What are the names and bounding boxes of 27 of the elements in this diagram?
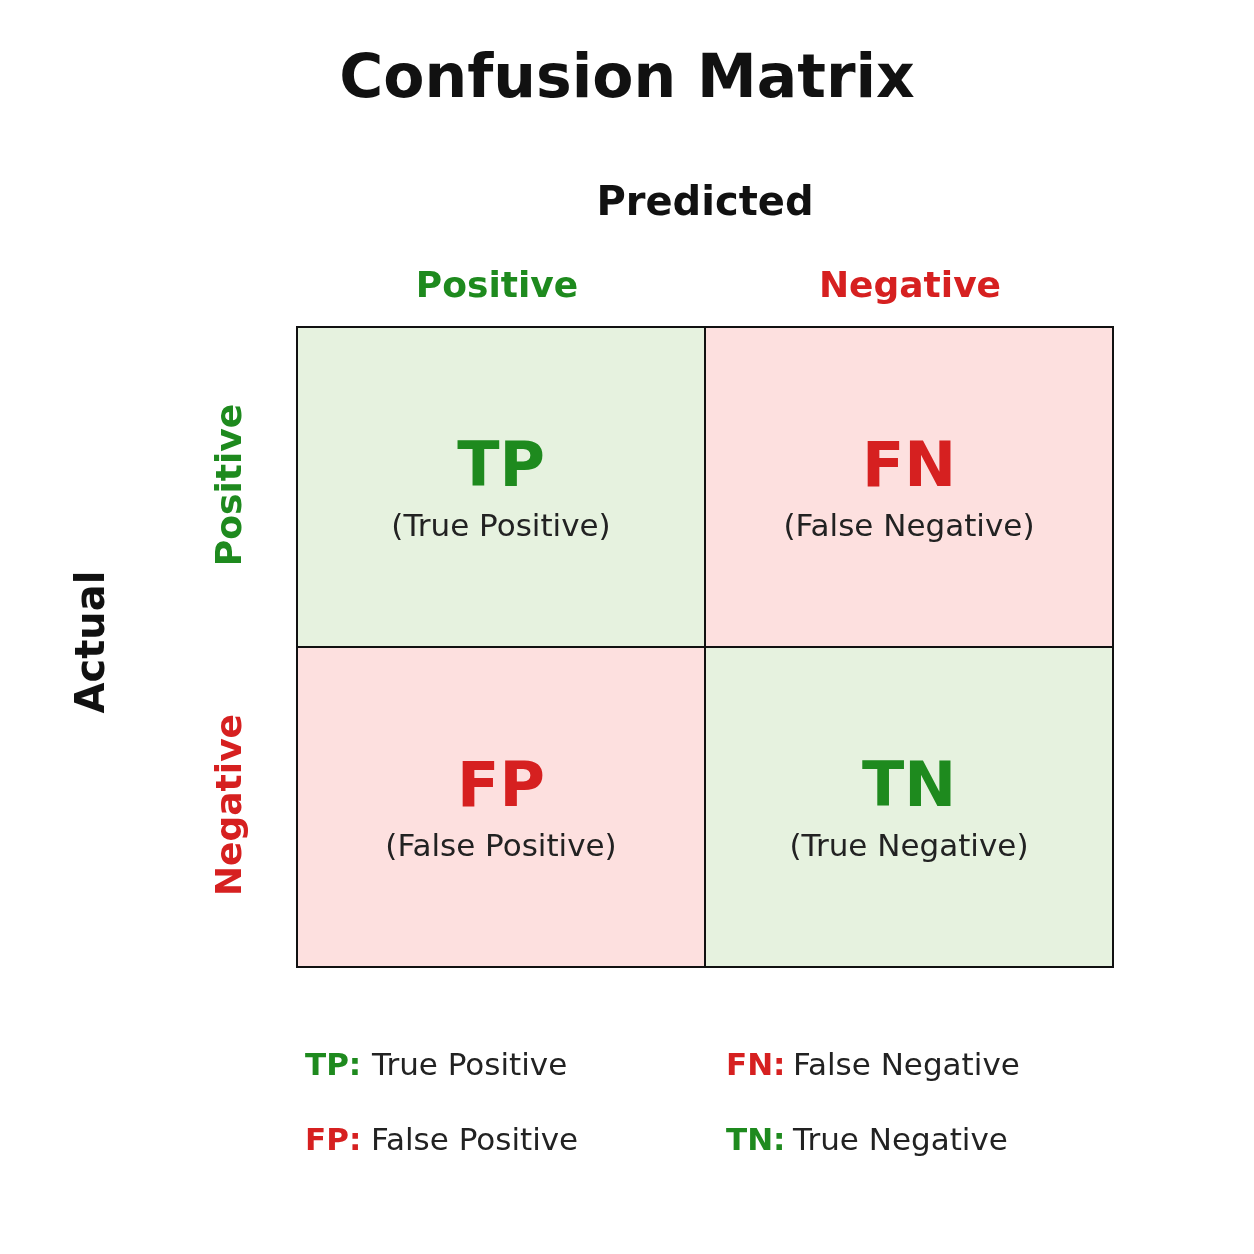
axis-title: Predicted (596, 178, 814, 224)
cell-description: (True Negative) (789, 827, 1029, 864)
matrix-cell (704, 646, 1114, 968)
axis-title: Actual (67, 570, 113, 714)
cell-description: (True Positive) (391, 507, 611, 544)
key-abbreviation: FN: (726, 1046, 786, 1082)
cell-abbreviation: TN (861, 750, 957, 820)
cell-description: (False Positive) (385, 827, 617, 864)
column-header: Positive (415, 263, 579, 305)
cell-abbreviation: FP (457, 750, 545, 820)
matrix-cell (704, 326, 1114, 648)
key-abbreviation: FP: (305, 1121, 362, 1157)
key-description: True Positive (372, 1046, 568, 1082)
matrix-cell (296, 326, 706, 648)
row-header: Negative (207, 714, 249, 896)
key-description: True Negative (793, 1121, 1008, 1157)
title: Confusion Matrix (339, 41, 915, 111)
cell-abbreviation: FN (861, 430, 957, 500)
key-abbreviation: TN: (726, 1121, 786, 1157)
key-description: False Positive (371, 1121, 579, 1157)
column-header: Negative (819, 263, 1001, 305)
key-description: False Negative (793, 1046, 1020, 1082)
cell-abbreviation: TP (457, 430, 545, 500)
row-header: Positive (207, 403, 249, 567)
cell-description: (False Negative) (783, 507, 1035, 544)
matrix-cell (296, 646, 706, 968)
key-abbreviation: TP: (305, 1046, 362, 1082)
